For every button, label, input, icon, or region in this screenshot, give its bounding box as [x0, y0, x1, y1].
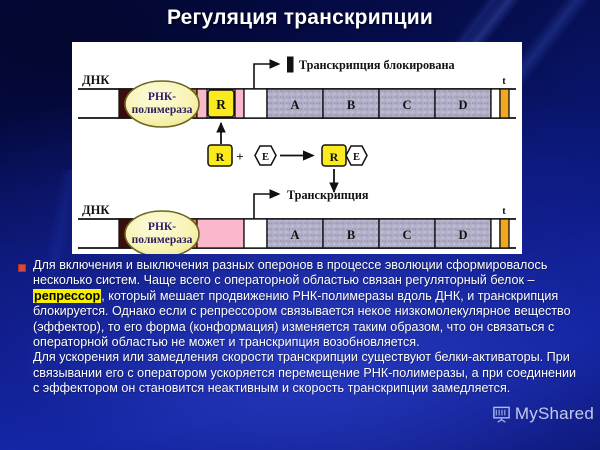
terminator-label: t — [502, 76, 506, 87]
gene-block — [266, 218, 324, 249]
bottom-dna-label: ДНК — [82, 203, 109, 217]
body-paragraph-2: , который мешает продвижению РНК-полимер… — [33, 288, 571, 350]
polymerase-label-line2: полимераза — [132, 234, 193, 246]
diagram-panel: Транскрипция блокирована ДНК R A — [72, 42, 522, 254]
transcription-diagram: Транскрипция блокирована ДНК R A — [78, 56, 516, 254]
gene-block — [322, 88, 380, 119]
reaction-group: R + E R E — [207, 144, 368, 194]
gene-label: D — [458, 228, 467, 242]
operator-segment-right — [234, 88, 245, 119]
spacer-segment — [243, 88, 268, 119]
rna-polymerase-shape — [124, 80, 200, 128]
reaction-repressor-label: R — [216, 150, 225, 164]
gene-label: B — [347, 98, 355, 112]
terminator-spacer — [490, 88, 501, 119]
top-dna-label: ДНК — [82, 73, 109, 87]
gene-block — [378, 88, 436, 119]
top-outcome-label: Транскрипция блокирована — [299, 58, 455, 72]
gene-block — [266, 88, 324, 119]
gene-label: D — [458, 98, 467, 112]
polymerase-label-line1: РНК- — [148, 91, 176, 103]
gene-blocks-top: A B C D — [266, 88, 492, 119]
reaction-plus-sign: + — [236, 149, 243, 164]
block-bar-icon — [287, 56, 294, 73]
gene-block — [434, 88, 492, 119]
slide-title: Регуляция транскрипции — [166, 6, 434, 29]
blocked-callout: Транскрипция блокирована — [253, 56, 455, 89]
terminator-segment — [499, 88, 510, 119]
gene-label: C — [402, 228, 411, 242]
gene-block — [434, 218, 492, 249]
effector-label: E — [262, 152, 269, 163]
polymerase-label-line1: РНК- — [148, 221, 176, 233]
operator-segment-free — [196, 218, 245, 249]
effector-hexagon — [254, 145, 277, 166]
gene-label: A — [290, 98, 299, 112]
body-text-block: Для включения и выключения разных оперон… — [18, 258, 588, 397]
terminator-segment — [499, 218, 510, 249]
watermark: MyShared — [492, 404, 594, 424]
bottom-outcome-label: Транскрипция — [287, 188, 369, 202]
gene-block — [378, 218, 436, 249]
body-paragraph-3: Для ускорения или замедления скорости тр… — [33, 350, 577, 396]
repressor-box — [207, 89, 235, 118]
gene-blocks-bottom: A B C D — [266, 218, 492, 249]
complex-repressor-label: R — [330, 150, 339, 164]
gene-label: A — [290, 228, 299, 242]
repressor-label: R — [216, 97, 226, 112]
body-paragraphs: Для включения и выключения разных оперон… — [33, 258, 585, 397]
polymerase-label-line2: полимераза — [132, 104, 193, 116]
highlighted-term: репрессор — [33, 288, 102, 303]
transcription-callout: Транскрипция — [253, 188, 369, 219]
bottom-diagram-group: Транскрипция ДНК A B C D t — [78, 188, 516, 254]
watermark-text: MyShared — [514, 404, 594, 423]
terminator-label: t — [502, 206, 506, 217]
reaction-repressor-box — [207, 144, 233, 167]
complex-effector-hexagon — [345, 145, 368, 166]
spacer-segment — [243, 218, 268, 249]
rna-polymerase-shape — [124, 210, 200, 254]
complex-effector-label: E — [353, 152, 360, 163]
projector-screen-icon — [493, 406, 510, 423]
body-paragraph-1: Для включения и выключения разных оперон… — [33, 258, 548, 288]
gene-label: C — [402, 98, 411, 112]
gene-label: B — [347, 228, 355, 242]
top-diagram-group: Транскрипция блокирована ДНК R A — [78, 56, 516, 144]
terminator-spacer — [490, 218, 501, 249]
gene-block — [322, 218, 380, 249]
bullet-marker — [18, 264, 26, 272]
